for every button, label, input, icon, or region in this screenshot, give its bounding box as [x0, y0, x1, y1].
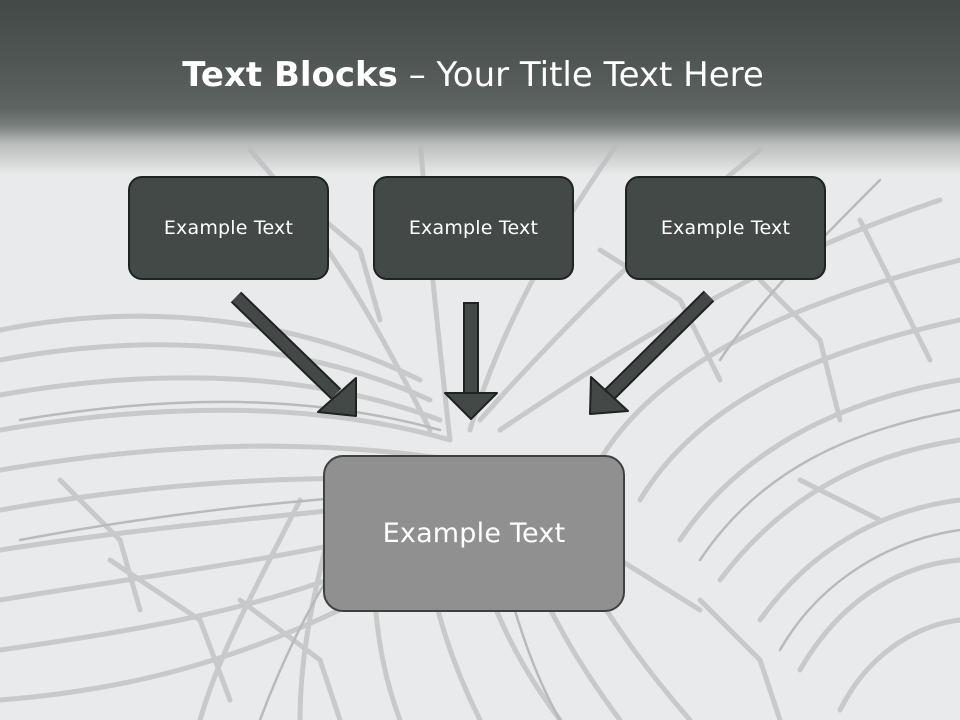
arrow-down-icon — [444, 302, 498, 420]
header-band — [0, 0, 960, 175]
arrow-down-right-icon — [230, 291, 357, 417]
text-block-1-label: Example Text — [163, 217, 294, 239]
slide-title: Text Blocks – Your Title Text Here — [0, 52, 946, 98]
text-block-3[interactable]: Example Text — [625, 176, 826, 280]
text-block-1[interactable]: Example Text — [128, 176, 329, 280]
title-separator: – — [397, 55, 437, 95]
text-block-3-label: Example Text — [660, 217, 791, 239]
text-block-center-label: Example Text — [382, 518, 566, 549]
title-bold-part: Text Blocks — [182, 55, 398, 95]
text-block-center[interactable]: Example Text — [323, 455, 625, 612]
text-block-2[interactable]: Example Text — [373, 176, 574, 280]
text-block-2-label: Example Text — [408, 217, 539, 239]
title-rest: Your Title Text Here — [436, 55, 764, 95]
arrow-down-left-icon — [589, 290, 715, 415]
